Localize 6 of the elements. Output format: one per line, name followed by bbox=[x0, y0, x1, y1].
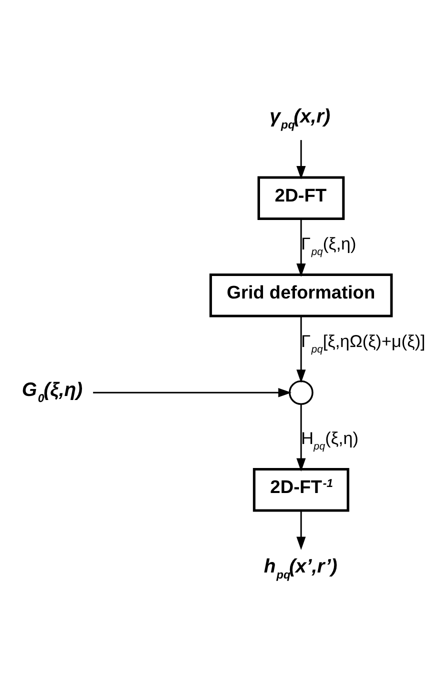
node-text: G$_{0}$(ξ,η) bbox=[22, 378, 83, 405]
edge-label: Γ$_{pq}$[ξ,ηΩ(ξ)+μ(ξ)] bbox=[301, 330, 426, 355]
node-text: γ$_{pq}$(x,r) bbox=[270, 105, 330, 132]
edge-label: Γ$_{pq}$(ξ,η) bbox=[301, 233, 356, 258]
node-text: h$_{pq}$(x’,r’) bbox=[264, 554, 338, 581]
edge-label: H$_{pq}$(ξ,η) bbox=[301, 428, 359, 452]
